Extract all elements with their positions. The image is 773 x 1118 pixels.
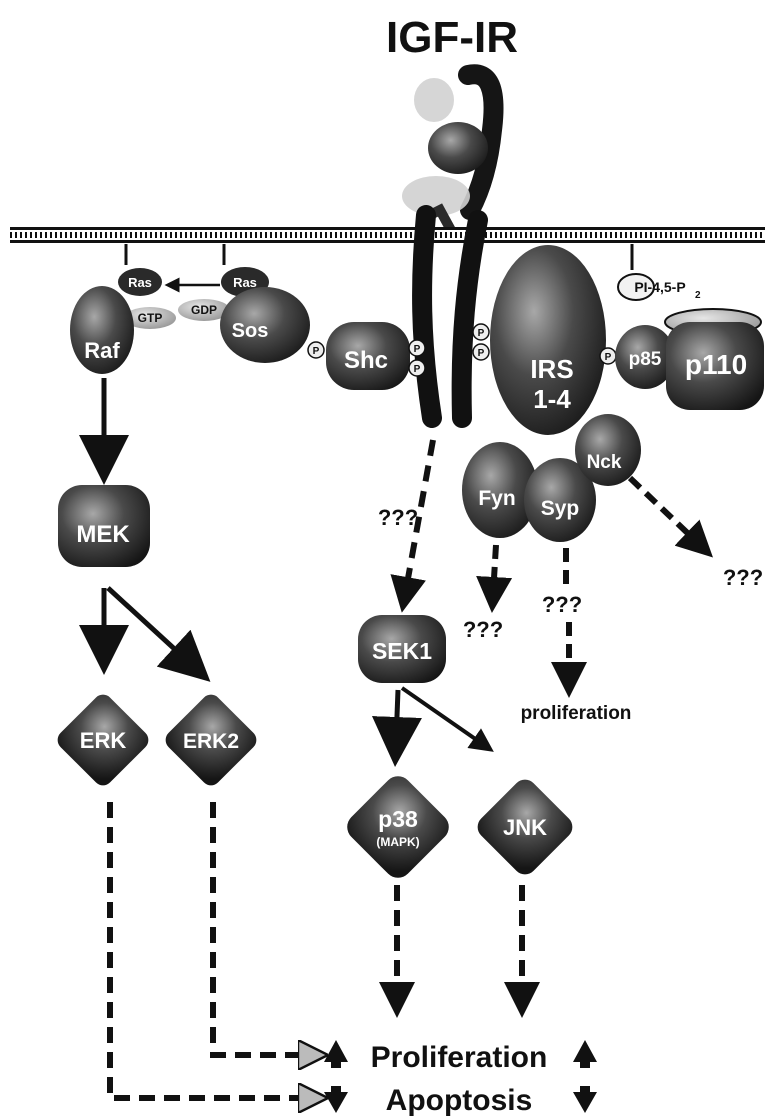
p38-label: p38 (378, 806, 418, 832)
irs-label-line1: IRS (530, 354, 573, 384)
arrow-fyn-unknown (476, 544, 513, 613)
nck-label: Nck (587, 452, 622, 473)
receptor-transmembrane (412, 205, 488, 428)
arrow-erk1-to-apoptosis (107, 802, 310, 1098)
sos-label: Sos (232, 320, 269, 342)
jnk-node: JNK (477, 779, 573, 875)
p38-sublabel: (MAPK) (376, 835, 419, 849)
unknown-receptor-label: ??? (378, 505, 418, 530)
sos-node: Sos P (220, 287, 325, 363)
proliferation-label: Proliferation (371, 1041, 548, 1074)
receptor-phospho-2: P (478, 348, 485, 359)
gdp-label: GDP (191, 303, 217, 317)
irs-phospho: P (605, 352, 612, 363)
outcome-indicators (324, 1040, 597, 1113)
sek1-label: SEK1 (372, 638, 432, 664)
erk2-label: ERK2 (183, 730, 239, 753)
erk1-label: ERK (80, 728, 127, 753)
cell-membrane (10, 227, 765, 243)
p110-node: p110 (664, 308, 764, 410)
p38-node: p38 (MAPK) (347, 776, 449, 878)
gtp-gdp-complex: GTP GDP (124, 299, 230, 329)
irs-label-line2: 1-4 (533, 384, 571, 414)
gtp-label: GTP (138, 311, 163, 325)
syp-node: Syp (524, 458, 596, 542)
arrow-mek-to-erk2 (106, 586, 211, 682)
pip2-subscript: 2 (695, 290, 701, 301)
shc-node: Shc P P (326, 322, 426, 390)
fyn-label: Fyn (478, 487, 515, 510)
raf-node: Raf (70, 286, 134, 374)
unknown-syp-label: ??? (542, 592, 582, 617)
receptor-phospho-sites: P P (472, 323, 490, 361)
shc-label: Shc (344, 347, 388, 374)
irs-node: IRS 1-4 P (490, 245, 617, 435)
diagram-title: IGF-IR (386, 13, 518, 62)
ras-left-node: Ras (118, 244, 162, 296)
p110-label: p110 (685, 349, 747, 380)
sek1-node: SEK1 (358, 615, 446, 683)
ras-right-label: Ras (233, 275, 257, 290)
shc-phospho-2: P (414, 364, 421, 375)
ras-left-label: Ras (128, 275, 152, 290)
p85-label: p85 (629, 349, 662, 370)
receptor-extracellular (402, 64, 504, 235)
raf-label: Raf (84, 338, 120, 363)
pip2-label: PI-4,5-P (634, 279, 685, 295)
jnk-label: JNK (503, 815, 547, 840)
arrow-nck-unknown (627, 475, 714, 558)
arrow-sek1-to-p38 (371, 689, 422, 767)
apoptosis-label: Apoptosis (386, 1084, 533, 1117)
arrow-erk2-to-proliferation (210, 802, 310, 1055)
nck-node: Nck (575, 414, 641, 486)
arrow-sek1-to-jnk (400, 686, 494, 752)
fyn-node: Fyn (462, 442, 538, 538)
erk1-node: ERK (57, 694, 149, 786)
syp-label: Syp (541, 497, 580, 520)
receptor-phospho-1: P (478, 328, 485, 339)
proliferation-small-label: proliferation (521, 703, 632, 724)
pip2-node: PI-4,5-P 2 (617, 244, 701, 301)
unknown-nck-label: ??? (723, 565, 763, 590)
p85-node: p85 (615, 325, 675, 389)
arrow-receptor-to-sek1 (390, 439, 436, 613)
mek-label: MEK (76, 521, 130, 548)
mek-node: MEK (58, 485, 150, 567)
erk2-node: ERK2 (165, 694, 257, 786)
unknown-fyn-label: ??? (463, 617, 503, 642)
sos-phospho: P (313, 346, 320, 357)
shc-phospho-1: P (414, 344, 421, 355)
